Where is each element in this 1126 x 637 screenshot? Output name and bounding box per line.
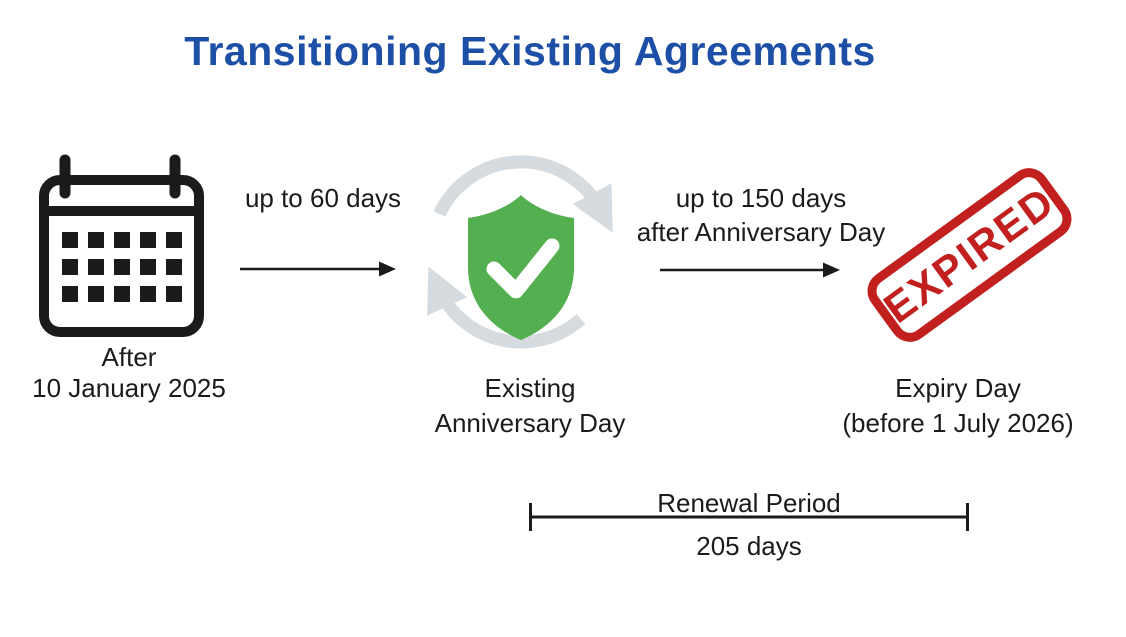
anniversary-caption-line1: Existing: [484, 373, 576, 403]
page-title: Transitioning Existing Agreements: [184, 28, 876, 74]
expiry-caption-line1: Expiry Day: [895, 373, 1021, 403]
arrow-second-label-line1: up to 150 days: [675, 183, 847, 213]
anniversary-caption: Existing Anniversary Day: [435, 371, 626, 441]
start-caption-line1: After: [101, 342, 157, 372]
expired-stamp: EXPIRED: [859, 160, 1080, 350]
renewal-period-duration: 205 days: [696, 531, 802, 561]
expired-stamp-text: EXPIRED: [875, 177, 1064, 332]
expiry-caption-line2: (before 1 July 2026): [842, 408, 1074, 438]
arrow-right-icon: [660, 259, 840, 281]
start-caption-line2: 10 January 2025: [32, 373, 226, 403]
arrow-second-label: up to 150 days after Anniversary Day: [637, 181, 886, 249]
calendar-icon: [38, 153, 205, 339]
shield-check-renewal-icon: [416, 147, 626, 357]
arrow-second-label-line2: after Anniversary Day: [636, 217, 886, 247]
renewal-period-label: Renewal Period: [657, 488, 841, 518]
expiry-caption: Expiry Day (before 1 July 2026): [842, 371, 1073, 441]
arrow-right-icon: [240, 258, 396, 280]
renewal-period-bracket-icon: [529, 501, 969, 533]
arrow-first-label: up to 60 days: [244, 183, 402, 213]
start-caption: After 10 January 2025: [32, 342, 226, 404]
anniversary-caption-line2: Anniversary Day: [434, 408, 626, 438]
